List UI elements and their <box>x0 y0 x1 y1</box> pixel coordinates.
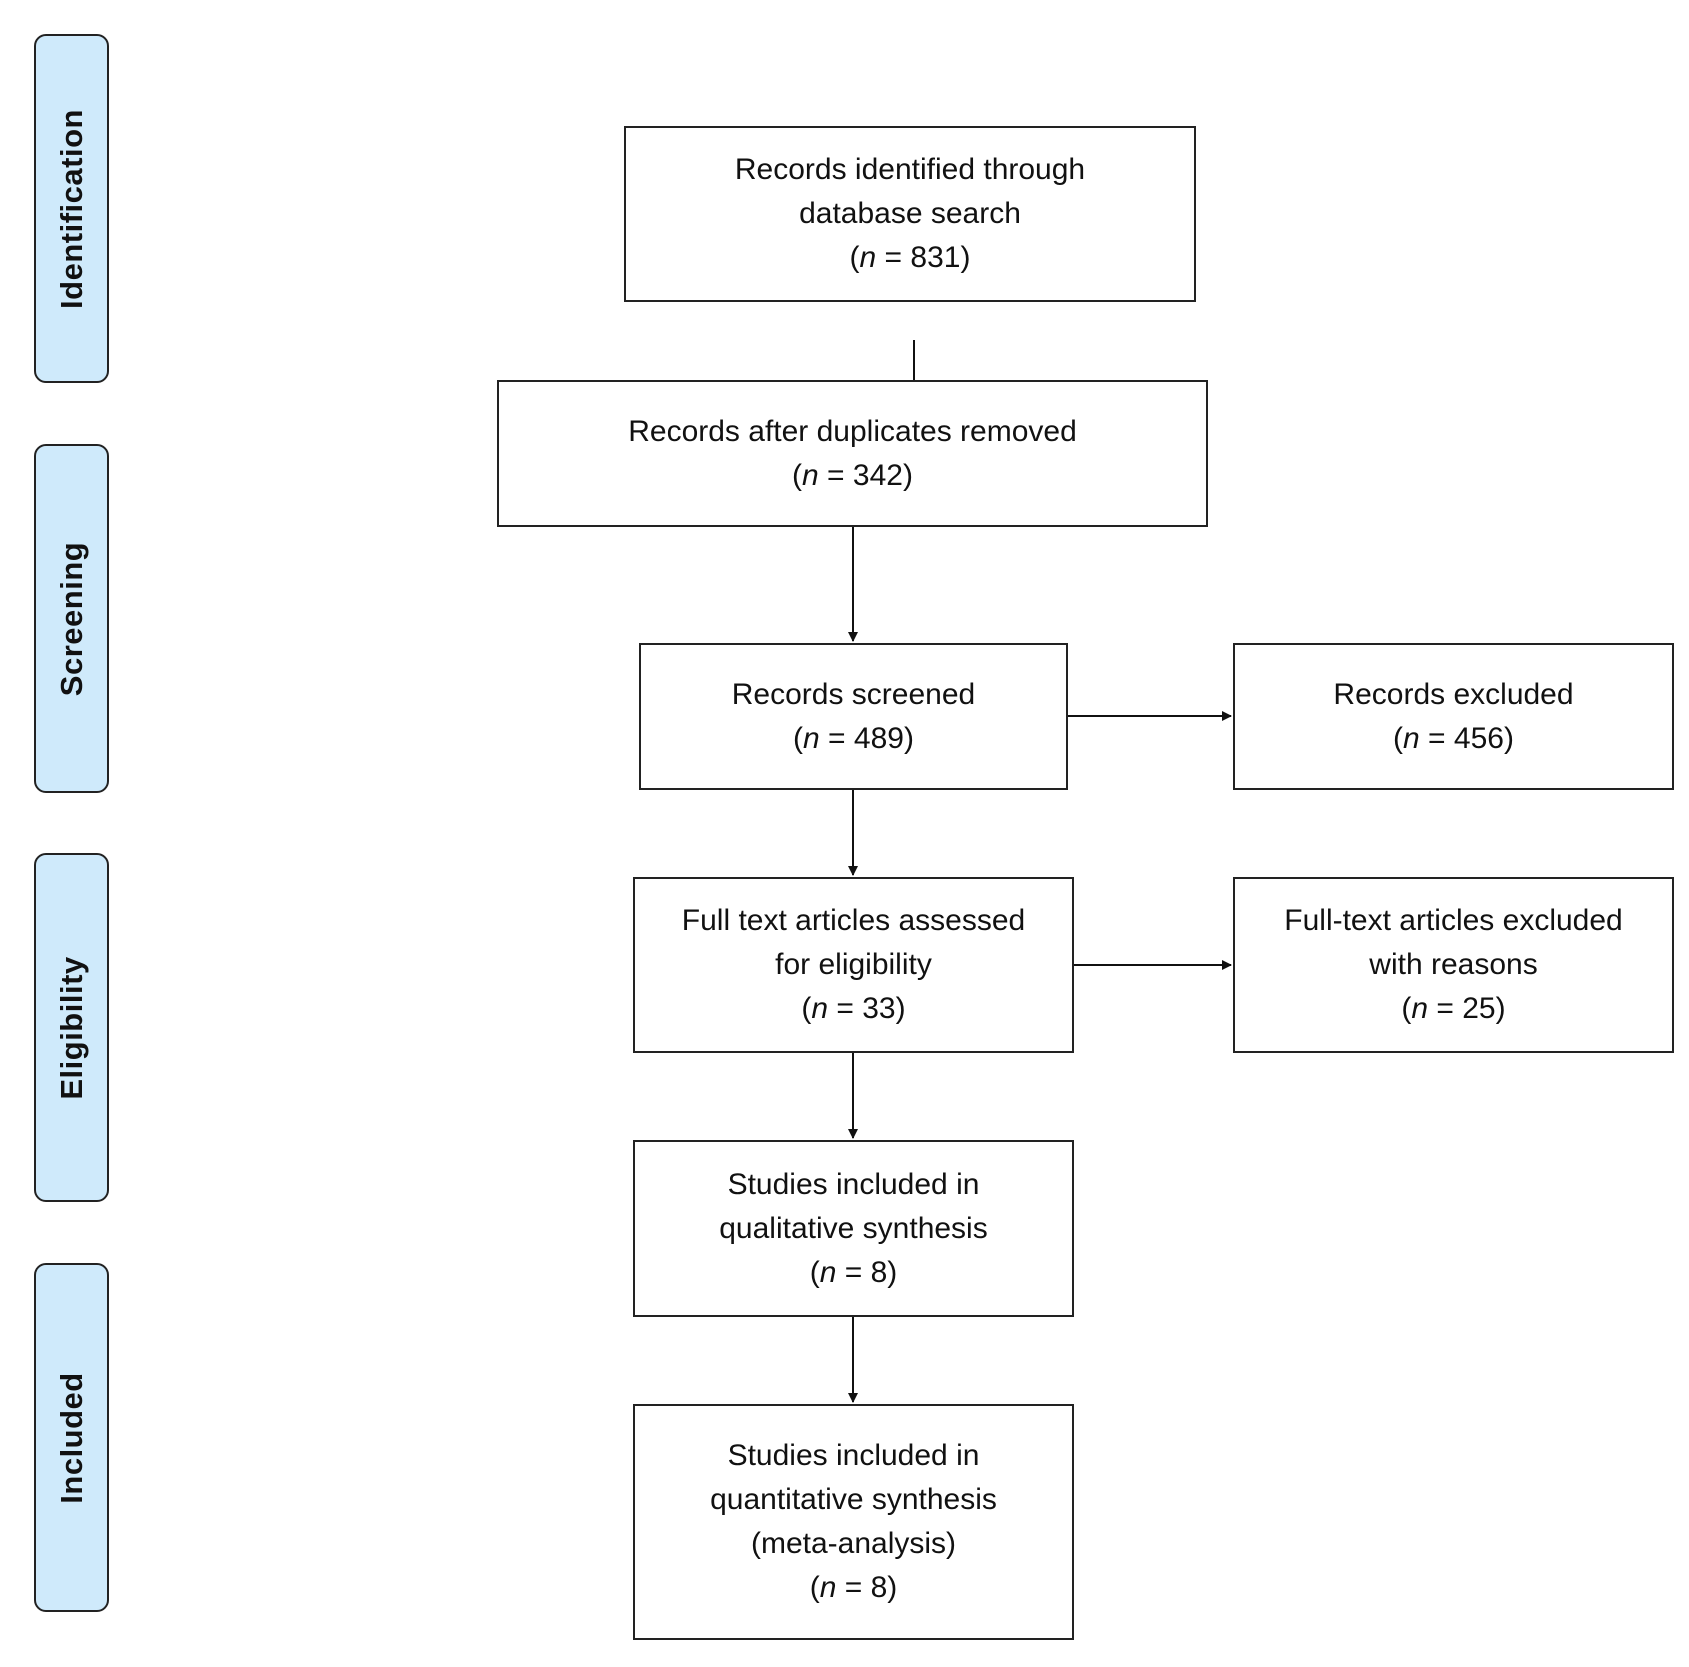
box-records-deduplicated-count: (n = 342) <box>792 458 913 492</box>
box-fulltext-excluded-line-2: with reasons <box>1369 948 1538 981</box>
box-fulltext-assessed-line-2: for eligibility <box>775 948 932 981</box>
box-fulltext-excluded: Full-text articles excluded with reasons… <box>1233 877 1674 1053</box>
n-symbol: n <box>802 458 819 492</box>
box-records-identified-count: (n = 831) <box>849 241 971 274</box>
n-symbol: n <box>1403 721 1420 755</box>
count-value: 831 <box>910 241 961 274</box>
box-quantitative-synthesis-count: (n = 8) <box>809 1571 898 1604</box>
box-records-screened-line-1: Records screened <box>731 677 976 711</box>
box-qualitative-synthesis-line-1: Studies included in <box>727 1167 980 1201</box>
box-records-deduplicated: Records after duplicates removed (n = 34… <box>497 380 1208 527</box>
box-fulltext-assessed: Full text articles assessed for eligibil… <box>633 877 1074 1053</box>
box-records-screened-count: (n = 489) <box>793 721 914 755</box>
stage-included: Included <box>34 1263 109 1612</box>
n-symbol: n <box>819 1571 837 1604</box>
count-value: 8 <box>870 1255 888 1289</box>
box-quantitative-synthesis: Studies included in quantitative synthes… <box>633 1404 1074 1640</box>
box-records-excluded: Records excluded (n = 456) <box>1233 643 1674 790</box>
box-fulltext-excluded-line-1: Full-text articles excluded <box>1284 904 1623 937</box>
box-fulltext-excluded-count: (n = 25) <box>1401 992 1506 1025</box>
n-symbol: n <box>859 241 877 274</box>
stage-screening: Screening <box>34 444 109 793</box>
box-qualitative-synthesis-count: (n = 8) <box>809 1255 898 1289</box>
box-records-deduplicated-line-1: Records after duplicates removed <box>628 414 1077 448</box>
stage-eligibility: Eligibility <box>34 853 109 1202</box>
n-symbol: n <box>1411 992 1429 1025</box>
count-value: 25 <box>1462 992 1496 1025</box>
box-records-identified: Records identified through database sear… <box>624 126 1196 302</box>
stage-identification: Identification <box>34 34 109 383</box>
count-value: 489 <box>853 721 904 755</box>
count-value: 33 <box>862 992 896 1025</box>
n-symbol: n <box>811 992 829 1025</box>
box-qualitative-synthesis: Studies included in qualitative synthesi… <box>633 1140 1074 1317</box>
count-value: 342 <box>852 458 903 492</box>
box-quantitative-synthesis-line-3: (meta-analysis) <box>750 1527 957 1560</box>
box-records-identified-line-1: Records identified through <box>734 153 1086 186</box>
box-fulltext-assessed-count: (n = 33) <box>801 992 906 1025</box>
count-value: 456 <box>1453 721 1504 755</box>
box-records-identified-line-2: database search <box>799 197 1021 230</box>
count-value: 8 <box>870 1571 888 1604</box>
box-records-excluded-count: (n = 456) <box>1393 721 1514 755</box>
box-quantitative-synthesis-line-2: quantitative synthesis <box>710 1483 997 1516</box>
box-qualitative-synthesis-line-2: qualitative synthesis <box>719 1211 988 1245</box>
n-symbol: n <box>803 721 820 755</box>
box-fulltext-assessed-line-1: Full text articles assessed <box>681 904 1026 937</box>
box-records-excluded-line-1: Records excluded <box>1333 677 1574 711</box>
box-quantitative-synthesis-line-1: Studies included in <box>727 1439 980 1472</box>
n-symbol: n <box>819 1255 837 1289</box>
box-records-screened: Records screened (n = 489) <box>639 643 1068 790</box>
